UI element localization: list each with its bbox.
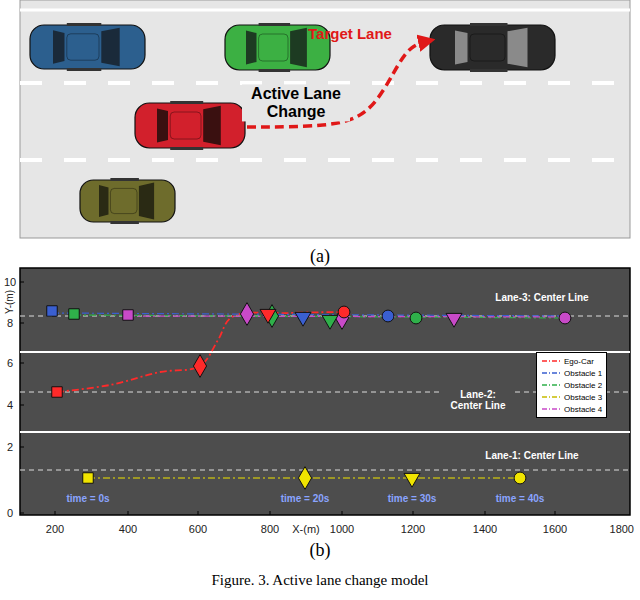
axis-tick-label: 10 <box>4 276 16 288</box>
axis-tick-label: 2 <box>7 441 13 453</box>
axis-tick-label: 600 <box>189 523 207 535</box>
trajectory-marker <box>338 306 350 318</box>
y-tick <box>20 447 24 448</box>
trajectory-marker <box>404 473 420 487</box>
car <box>80 178 175 224</box>
road-edge <box>20 9 630 12</box>
axis-tick-label: 400 <box>119 523 137 535</box>
axis-tick-label: 6 <box>7 357 13 369</box>
panel-label: (b) <box>310 541 331 561</box>
trajectory <box>74 315 565 318</box>
legend-row: Ego-Car <box>541 355 602 367</box>
trajectory <box>57 312 344 392</box>
legend-sample <box>541 369 561 377</box>
legend-text: Obstacle 1 <box>564 369 602 378</box>
legend-sample <box>541 381 561 389</box>
trajectory-marker <box>47 306 57 316</box>
trajectory-marker <box>69 309 79 319</box>
axis-tick-label: 8 <box>7 317 13 329</box>
axis-tick-label: 1800 <box>610 523 634 535</box>
trajectory-marker <box>260 309 276 323</box>
car <box>135 101 245 150</box>
time-label: time = 30s <box>388 493 437 504</box>
trajectory-marker <box>514 472 526 484</box>
y-tick <box>20 513 24 514</box>
trajectory-marker <box>298 467 311 490</box>
lane-center-line <box>20 470 630 471</box>
axis-tick-label: 800 <box>261 523 279 535</box>
legend-text: Obstacle 2 <box>564 381 602 390</box>
x-tick <box>555 511 556 515</box>
car <box>30 23 145 71</box>
road <box>20 0 630 238</box>
trajectory-marker <box>193 355 206 378</box>
callout-label: Active Lane Change <box>242 84 350 121</box>
axis-tick-label: 4 <box>7 399 13 411</box>
plot-area <box>20 268 630 515</box>
legend-row: Obstacle 2 <box>541 379 602 391</box>
legend-sample <box>541 405 561 413</box>
x-tick <box>128 511 129 515</box>
lane-marking <box>20 158 630 162</box>
time-label: time = 0s <box>66 493 109 504</box>
y-tick <box>20 405 24 406</box>
trajectory-marker <box>382 310 394 322</box>
trajectory-marker <box>295 312 311 326</box>
axis-tick-label: 1600 <box>543 523 567 535</box>
y-tick <box>20 282 24 283</box>
axis-tick-label: 1000 <box>330 523 354 535</box>
x-tick <box>413 511 414 515</box>
axis-tick-label: 200 <box>46 523 64 535</box>
y-tick <box>20 323 24 324</box>
x-tick <box>198 511 199 515</box>
x-tick <box>342 511 343 515</box>
lane-label: Lane-3: Center Line <box>495 292 588 303</box>
x-tick <box>270 511 271 515</box>
trajectory-marker <box>123 310 133 320</box>
x-tick <box>485 511 486 515</box>
axis-tick-label: 0 <box>7 507 13 519</box>
callout-label: Target Lane <box>308 26 392 43</box>
legend-text: Obstacle 3 <box>564 393 602 402</box>
lane-label: Lane-2: Center Line <box>443 388 513 412</box>
trajectory-marker <box>83 473 93 483</box>
axis-title: Y-(m) <box>4 290 15 314</box>
time-label: time = 40s <box>496 493 545 504</box>
legend-text: Obstacle 4 <box>564 405 602 414</box>
legend-sample <box>541 393 561 401</box>
y-tick <box>20 363 24 364</box>
axis-tick-label: 1400 <box>473 523 497 535</box>
figure-caption: Figure. 3. Active lane change model <box>211 572 428 589</box>
legend-row: Obstacle 4 <box>541 403 602 415</box>
car <box>430 23 555 72</box>
legend-row: Obstacle 3 <box>541 391 602 403</box>
lane-label: Lane-1: Center Line <box>485 450 578 461</box>
lane-boundary <box>20 431 630 433</box>
legend-text: Ego-Car <box>564 357 594 366</box>
trajectory-marker <box>559 312 571 324</box>
axis-title: X-(m) <box>292 523 320 535</box>
axis-tick-label: 1200 <box>401 523 425 535</box>
trajectory-marker <box>322 315 338 329</box>
trajectory-marker <box>446 313 462 327</box>
legend-box: Ego-CarObstacle 1 Obstacle 2 Obstacle 3 Obs… <box>536 352 607 418</box>
trajectory-marker <box>52 387 62 397</box>
trajectory-marker <box>240 303 253 326</box>
legend-sample <box>541 357 561 365</box>
time-label: time = 20s <box>281 493 330 504</box>
x-tick <box>55 511 56 515</box>
panel-label: (a) <box>310 247 330 267</box>
legend-row: Obstacle 1 <box>541 367 602 379</box>
trajectory-marker <box>410 312 422 324</box>
